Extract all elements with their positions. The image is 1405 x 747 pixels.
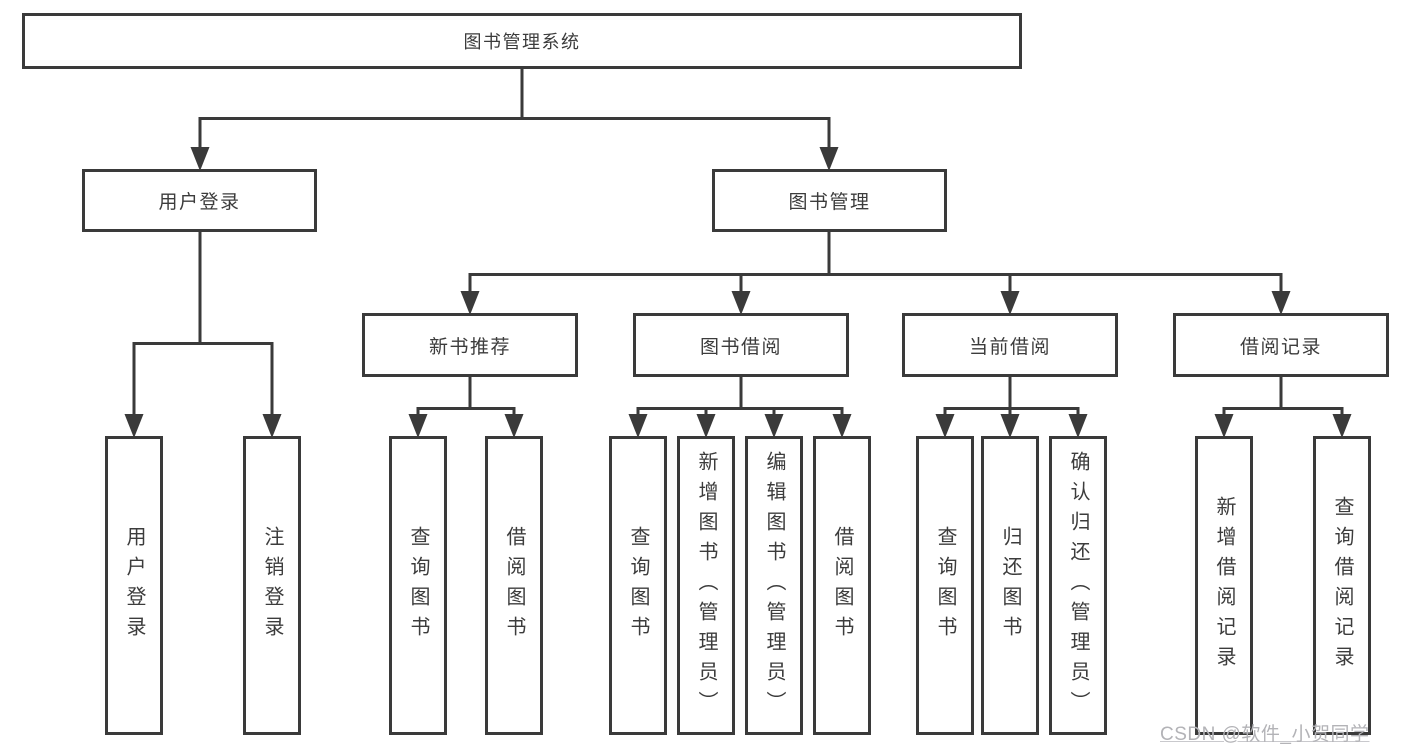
leaf-label: 归还图书 [999,525,1021,646]
leaf-label: 查询图书 [407,525,429,646]
node-label: 图书借阅 [699,336,782,358]
leaf-label: 确认归还（管理员） [1067,450,1089,721]
leaf-label: 用户登录 [123,525,145,646]
leaf-user-login: 用户登录 [105,436,163,735]
node-label: 借阅记录 [1239,336,1322,358]
node-label: 新书推荐 [428,336,511,358]
leaf-label: 注销登录 [261,525,283,646]
leaf-add-borrow-record: 新增借阅记录 [1195,436,1253,735]
leaf-label: 借阅图书 [831,525,853,646]
node-label: 用户登录 [158,192,241,213]
leaf-label: 查询借阅记录 [1331,495,1353,676]
node-label: 图书管理 [788,192,871,213]
node-book-borrowing: 图书借阅 [633,313,849,377]
leaf-query-borrow-record: 查询借阅记录 [1313,436,1371,735]
leaf-return-books: 归还图书 [981,436,1039,735]
csdn-watermark: CSDN @软件_小贺同学 [1160,724,1370,745]
node-label: 当前借阅 [968,336,1051,358]
leaf-add-books-admin: 新增图书（管理员） [677,436,735,735]
node-library-management-system: 图书管理系统 [22,13,1022,69]
leaf-query-books-recommend: 查询图书 [389,436,447,735]
leaf-query-books-borrowing: 查询图书 [609,436,667,735]
leaf-label: 查询图书 [627,525,649,646]
node-book-management: 图书管理 [712,169,947,232]
leaf-label: 新增图书（管理员） [695,450,717,721]
node-borrowing-records: 借阅记录 [1173,313,1389,377]
leaf-label: 查询图书 [934,525,956,646]
leaf-logout-login: 注销登录 [243,436,301,735]
node-new-book-recommendation: 新书推荐 [362,313,578,377]
leaf-label: 新增借阅记录 [1213,495,1235,676]
leaf-label: 借阅图书 [503,525,525,646]
arrowheads [124,147,1352,438]
node-current-borrowing: 当前借阅 [902,313,1118,377]
leaf-borrow-books-borrowing: 借阅图书 [813,436,871,735]
node-label: 图书管理系统 [463,32,581,52]
leaf-edit-books-admin: 编辑图书（管理员） [745,436,803,735]
leaf-confirm-return-admin: 确认归还（管理员） [1049,436,1107,735]
leaf-label: 编辑图书（管理员） [763,450,785,721]
node-user-login: 用户登录 [82,169,317,232]
leaf-borrow-books-recommend: 借阅图书 [485,436,543,735]
leaf-query-books-current: 查询图书 [916,436,974,735]
